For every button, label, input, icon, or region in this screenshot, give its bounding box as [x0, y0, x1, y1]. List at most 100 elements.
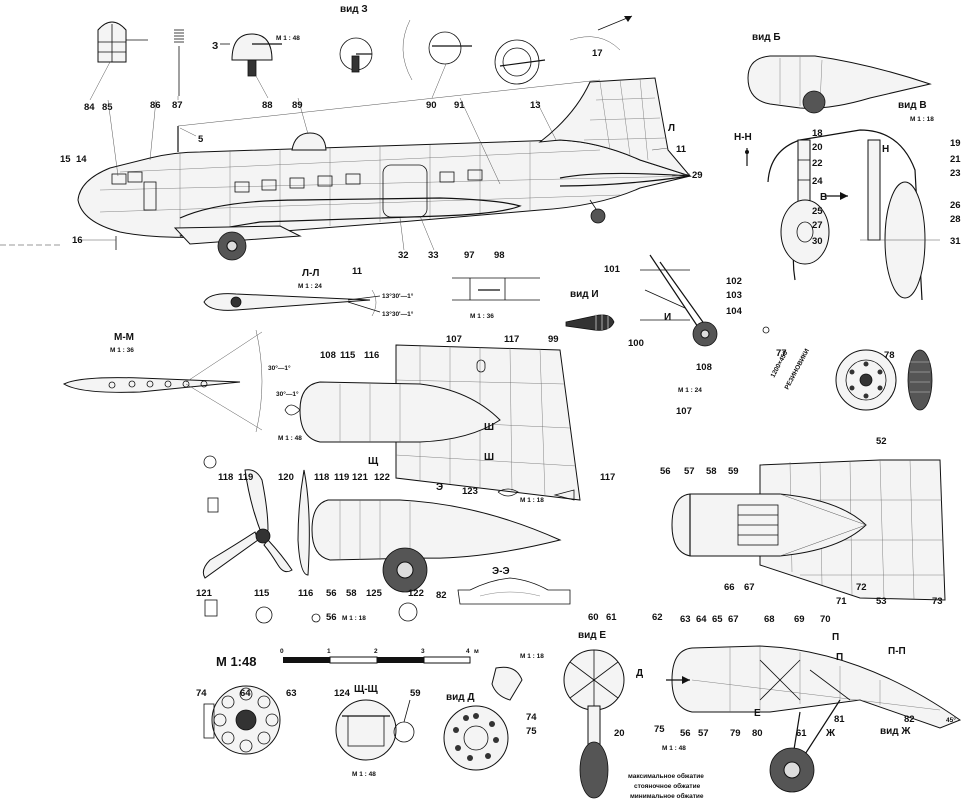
- scale-label: М 1 : 18: [520, 653, 544, 660]
- callout: 56: [660, 466, 671, 477]
- callout: 57: [684, 466, 695, 477]
- nacelle-top-view: [284, 344, 581, 501]
- scale-label: М 1 : 48: [352, 771, 376, 778]
- callout: 28: [950, 214, 961, 225]
- callout: 68: [764, 614, 775, 625]
- callout: 58: [346, 588, 357, 599]
- callout: 13: [530, 100, 541, 111]
- view-label: вид Б: [752, 32, 781, 43]
- callout: 107: [676, 406, 692, 417]
- callout: 20: [812, 142, 823, 153]
- section-label: Н: [882, 144, 889, 155]
- callout: 15: [60, 154, 71, 165]
- engine-front-views: [203, 666, 523, 771]
- callout: 115: [254, 588, 270, 599]
- section-label: Щ-Щ: [354, 684, 379, 695]
- callout: 27: [812, 220, 823, 231]
- callout: 117: [504, 334, 519, 345]
- callout: 56: [326, 612, 337, 623]
- callout: 87: [172, 100, 183, 111]
- section-label: Л-Л: [302, 268, 319, 279]
- text-labels: М 1:48 0 1 2 3 4 м вид З вид Б вид В вид…: [110, 4, 956, 800]
- callout: 52: [876, 436, 887, 447]
- scale-tick-3: 3: [421, 648, 425, 655]
- callout: 78: [884, 350, 895, 361]
- scale-label: М 1 : 18: [342, 615, 366, 622]
- callout: 124: [334, 688, 351, 699]
- top-left-details: [97, 15, 633, 96]
- engine-bay-view: [671, 459, 946, 601]
- angle-label: 30°—1°: [276, 390, 299, 398]
- callout: 74: [526, 712, 537, 723]
- section-label: Н-Н: [734, 132, 752, 143]
- scale-bar: [283, 656, 471, 664]
- section-label: Л: [668, 123, 675, 134]
- callout: 25: [812, 206, 823, 217]
- callout: 107: [446, 334, 462, 345]
- callout: 32: [398, 250, 409, 261]
- callout: 73: [932, 596, 943, 607]
- callout: 70: [820, 614, 831, 625]
- section-label: Э-Э: [492, 566, 510, 577]
- callout: 103: [726, 290, 742, 301]
- callout: 88: [262, 100, 273, 111]
- callout: 31: [950, 236, 961, 247]
- section-label: Д: [636, 668, 643, 679]
- scale-label: М 1 : 48: [276, 35, 300, 42]
- compression-label: минимальное обжатие: [630, 792, 704, 800]
- callout: 81: [834, 714, 845, 725]
- callout: 56: [326, 588, 337, 599]
- callout: 56: [680, 728, 691, 739]
- section-label: Ш: [484, 422, 494, 433]
- callout: 65: [712, 614, 723, 625]
- angle-label: 13°30'—1°: [382, 292, 414, 300]
- compression-label: стояночное обжатие: [634, 782, 701, 790]
- view-label: вид Е: [578, 630, 606, 641]
- callout: 62: [652, 612, 663, 623]
- section-ll: [203, 289, 381, 317]
- callout: 16: [72, 235, 83, 246]
- leader-lines: [82, 61, 691, 251]
- callout: 121: [352, 472, 369, 483]
- callout: 63: [680, 614, 691, 625]
- callout: 64: [696, 614, 707, 625]
- callout: 75: [526, 726, 537, 737]
- callout: 118: [218, 472, 233, 483]
- scale-tick-1: 1: [327, 648, 331, 655]
- callout: 77: [776, 348, 787, 359]
- callout: 98: [494, 250, 505, 261]
- callout: 58: [706, 466, 717, 477]
- section-label: Щ: [368, 456, 379, 467]
- callout: 71: [836, 596, 847, 607]
- section-label: Ш: [484, 452, 494, 463]
- callout: 91: [454, 100, 465, 111]
- angle-label: 13°30'—1°: [382, 310, 414, 318]
- callout: 57: [698, 728, 709, 739]
- scale-label: М 1 : 24: [678, 387, 702, 394]
- wheel-details: [762, 326, 933, 411]
- callout: 59: [410, 688, 421, 699]
- callout: 66: [724, 582, 735, 593]
- callout: 67: [728, 614, 739, 625]
- callout: 108: [696, 362, 712, 373]
- gear-side-view: [666, 645, 962, 793]
- callout: 108: [320, 350, 336, 361]
- callout: 59: [728, 466, 739, 477]
- callout: 123: [462, 486, 478, 497]
- callout: 11: [676, 144, 687, 155]
- callout: 67: [744, 582, 755, 593]
- callout: 53: [876, 596, 887, 607]
- section-label: Е: [754, 708, 761, 719]
- callout: 23: [950, 168, 961, 179]
- callout: 82: [436, 590, 447, 601]
- callout: 14: [76, 154, 87, 165]
- section-label: В: [820, 192, 827, 203]
- nacelle-side-view: [203, 455, 575, 624]
- callout: 74: [196, 688, 207, 699]
- scale-tick-0: 0: [280, 648, 284, 655]
- callout: 33: [428, 250, 439, 261]
- callout-numbers: 84 85 86 87 88 89 90 91 17 13 11 29 5 15…: [60, 48, 961, 739]
- section-mm: [62, 329, 263, 433]
- scale-label: М 1 : 36: [470, 313, 494, 320]
